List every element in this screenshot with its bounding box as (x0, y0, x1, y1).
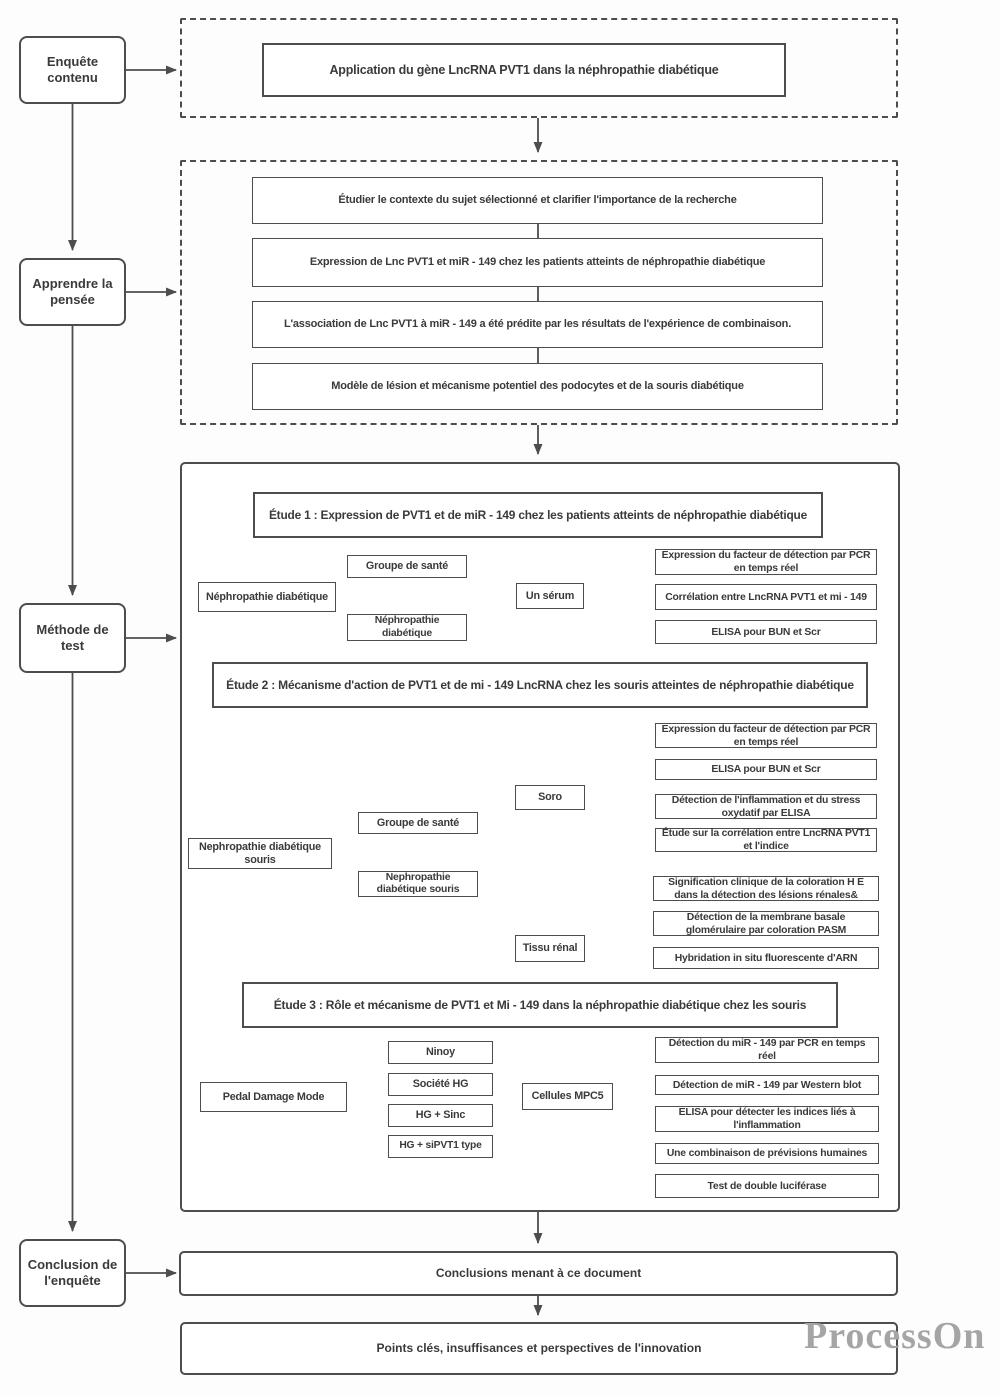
stage-test-method: Méthode de test (19, 603, 126, 673)
thinking-item-2: Expression de Lnc PVT1 et miR - 149 chez… (252, 238, 823, 287)
study3-cells-node: Cellules MPC5 (522, 1083, 613, 1110)
thinking-item-4: Modèle de lésion et mécanisme potentiel … (252, 363, 823, 410)
study2-serum-node: Soro (515, 785, 585, 810)
study1-title-box: Étude 1 : Expression de PVT1 et de miR -… (253, 492, 823, 538)
study3-model-node: Pedal Damage Mode (200, 1082, 347, 1112)
stage-survey-conclusion: Conclusion de l'enquête (19, 1239, 126, 1307)
study1-subject-node: Néphropathie diabétique (198, 582, 336, 612)
study3-title-box: Étude 3 : Rôle et mécanisme de PVT1 et M… (242, 982, 838, 1028)
study2-tissue-output-2: Détection de la membrane basale glomérul… (653, 911, 879, 936)
study2-serum-output-1: Expression du facteur de détection par P… (655, 723, 877, 748)
study2-disease-group-node: Nephropathie diabétique souris (358, 871, 478, 897)
thinking-item-1: Étudier le contexte du sujet sélectionné… (252, 177, 823, 224)
study3-output-1: Détection du miR - 149 par PCR en temps … (655, 1037, 879, 1063)
study2-tissue-output-3: Hybridation in situ fluorescente d'ARN (653, 947, 879, 969)
study1-health-group-node: Groupe de santé (347, 555, 467, 578)
study2-tissue-node: Tissu rénal (515, 935, 585, 962)
key-points-box: Points clés, insuffisances et perspectiv… (180, 1322, 898, 1375)
stage-survey-content: Enquête contenu (19, 36, 126, 104)
study2-serum-output-4: Étude sur la corrélation entre LncRNA PV… (655, 828, 877, 852)
study1-output-1: Expression du facteur de détection par P… (655, 549, 877, 575)
study3-output-4: Une combinaison de prévisions humaines (655, 1143, 879, 1164)
overview-title-box: Application du gène LncRNA PVT1 dans la … (262, 43, 786, 97)
conclusions-box: Conclusions menant à ce document (179, 1251, 898, 1296)
study3-output-3: ELISA pour détecter les indices liés à l… (655, 1106, 879, 1132)
stage-learn-thinking: Apprendre la pensée (19, 258, 126, 326)
study2-title-box: Étude 2 : Mécanisme d'action de PVT1 et … (212, 662, 868, 708)
study1-output-2: Corrélation entre LncRNA PVT1 et mi - 14… (655, 584, 877, 610)
study3-group-2: Société HG (388, 1073, 493, 1096)
thinking-item-3: L'association de Lnc PVT1 à miR - 149 a … (252, 301, 823, 348)
processon-watermark: ProcessOn (804, 1315, 986, 1357)
study3-output-5: Test de double luciférase (655, 1174, 879, 1198)
thinking-section (180, 160, 898, 425)
study1-disease-group-node: Néphropathie diabétique (347, 614, 467, 641)
study3-group-1: Ninoy (388, 1041, 493, 1064)
study1-output-3: ELISA pour BUN et Scr (655, 620, 877, 644)
study2-subject-node: Nephropathie diabétique souris (188, 838, 332, 869)
study1-serum-node: Un sérum (516, 583, 584, 609)
study2-tissue-output-1: Signification clinique de la coloration … (653, 876, 879, 901)
study2-serum-output-3: Détection de l'inflammation et du stress… (655, 794, 877, 819)
study3-group-3: HG + Sinc (388, 1104, 493, 1127)
study3-group-4: HG + siPVT1 type (388, 1135, 493, 1158)
study2-health-group-node: Groupe de santé (358, 812, 478, 834)
study3-output-2: Détection de miR - 149 par Western blot (655, 1075, 879, 1095)
overview-section (180, 18, 898, 118)
study2-serum-output-2: ELISA pour BUN et Scr (655, 759, 877, 780)
